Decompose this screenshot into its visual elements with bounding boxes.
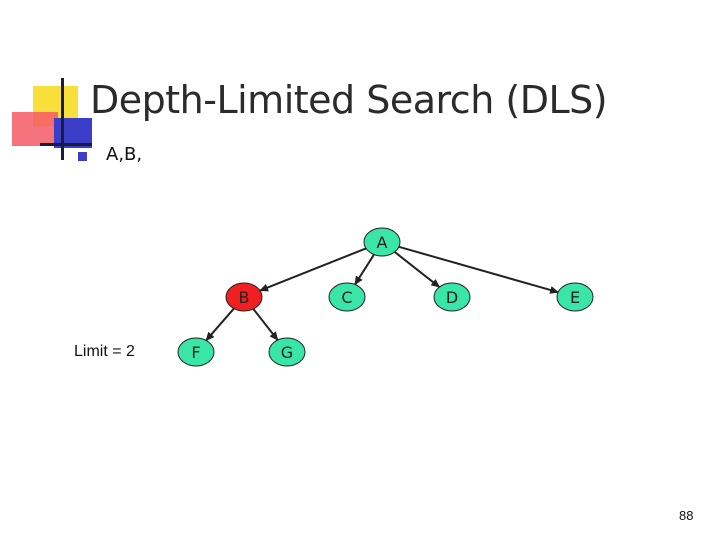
node-label-A: A [377, 233, 388, 252]
page-number: 88 [679, 508, 694, 523]
node-circle-D [433, 282, 471, 312]
bullet-square-icon [78, 152, 87, 161]
node-label-F: F [191, 343, 200, 362]
edge-B-G [252, 308, 279, 341]
edge-A-B [259, 247, 367, 292]
node-label-D: D [446, 288, 458, 307]
node-circle-G [268, 337, 306, 367]
edge-A-D [394, 251, 441, 288]
decor-horizontal-line [40, 143, 92, 146]
node-circle-E [556, 282, 594, 312]
tree-node-B: B [225, 282, 263, 312]
tree-node-F: F [177, 337, 215, 367]
edge-A-C [354, 254, 375, 286]
edge-B-F [205, 307, 235, 342]
visited-nodes-text: A,B, [106, 144, 143, 165]
node-circle-F [177, 337, 215, 367]
node-label-E: E [570, 288, 580, 307]
node-label-B: B [239, 288, 250, 307]
tree-node-G: G [268, 337, 306, 367]
tree-node-D: D [433, 282, 471, 312]
node-label-G: G [281, 343, 293, 362]
edge-A-E [398, 245, 560, 294]
node-circle-C [328, 282, 366, 312]
decor-red-square [12, 112, 58, 146]
node-label-C: C [341, 288, 352, 307]
decor-vertical-line [61, 78, 64, 160]
tree-node-A: A [363, 227, 401, 257]
tree-node-E: E [556, 282, 594, 312]
node-circle-A [363, 227, 401, 257]
depth-limit-label: Limit = 2 [74, 343, 135, 360]
tree-node-C: C [328, 282, 366, 312]
node-circle-B [225, 282, 263, 312]
slide-title: Depth-Limited Search (DLS) [90, 78, 608, 122]
